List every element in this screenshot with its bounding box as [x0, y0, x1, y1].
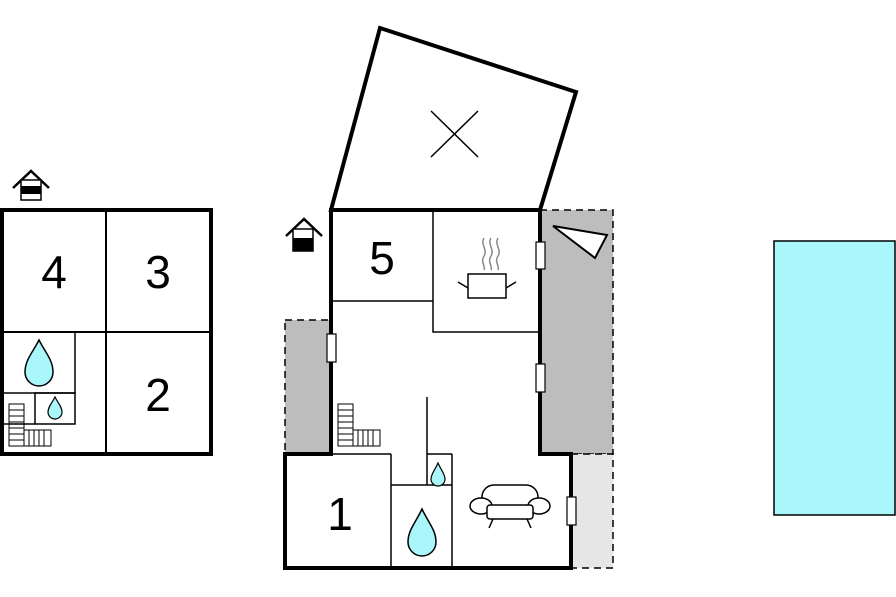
terrace-area: [328, 25, 579, 212]
terrace-x-icon: [430, 110, 479, 158]
door-left: [326, 333, 337, 363]
small-water-drop-icon: [430, 461, 446, 487]
small-water-drop-icon: [47, 395, 63, 420]
sofa-icon: [469, 484, 551, 529]
upper-floor-plan: 4 3 2: [0, 169, 213, 456]
left-terrace: [284, 319, 332, 454]
lower-right-terrace: [570, 453, 614, 569]
right-terrace: [539, 209, 614, 455]
stairs-icon: [337, 403, 381, 447]
house-entrance-icon: [285, 217, 323, 252]
door-right-middle: [535, 363, 546, 393]
water-drop-icon: [407, 507, 437, 557]
room-5-label: 5: [369, 232, 395, 284]
bbq-icon: [552, 225, 609, 260]
room-1-label: 1: [327, 488, 353, 540]
door-right-lower: [566, 496, 577, 526]
house-entrance-icon: [12, 169, 50, 201]
stairs-icon: [8, 403, 52, 447]
room-3-label: 3: [145, 246, 171, 298]
water-drop-icon: [24, 338, 54, 387]
room-2-label: 2: [145, 369, 171, 421]
cooking-pot-icon: [457, 237, 517, 299]
swimming-pool: [773, 240, 896, 516]
room-4-label: 4: [41, 246, 67, 298]
door-right-upper: [535, 241, 546, 270]
main-floor-plan: 5 1: [283, 25, 614, 570]
